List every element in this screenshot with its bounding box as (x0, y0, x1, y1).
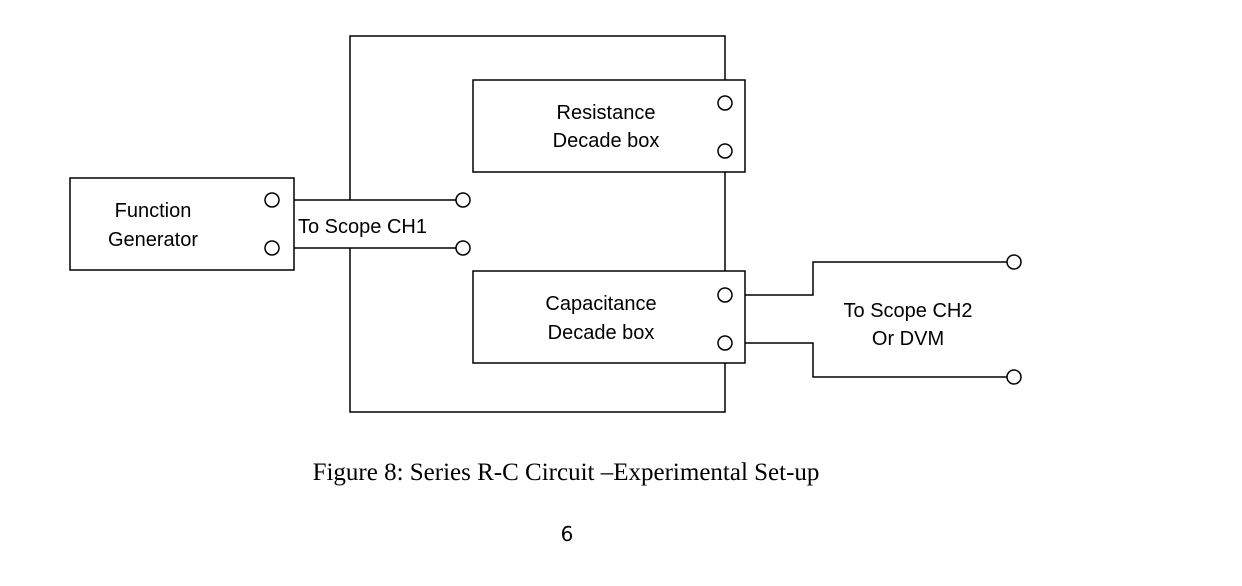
scope-ch1: To Scope CH1 (298, 192, 471, 256)
resistance-label-line1: Resistance (557, 102, 656, 124)
capacitance-decade-box: Capacitance Decade box (472, 270, 746, 364)
scope-ch2-terminal-bottom (1006, 369, 1022, 385)
function-generator-box (69, 177, 295, 271)
scope-ch1-terminal-bottom (455, 240, 471, 256)
resistance-terminal-top (717, 95, 733, 111)
capacitance-box (472, 270, 746, 364)
function-generator-terminal-bottom (264, 240, 280, 256)
capacitance-terminal-top (717, 287, 733, 303)
scope-ch2-label-line2: Or DVM (872, 328, 944, 350)
wires (272, 35, 1014, 413)
resistance-decade-box: Resistance Decade box (472, 79, 746, 173)
function-generator-label-line1: Function (115, 200, 192, 222)
scope-ch2-label-line1: To Scope CH2 (844, 300, 973, 322)
wire-c-top-to-ch2 (725, 261, 1014, 296)
function-generator-terminal-top (264, 192, 280, 208)
page-number: 6 (561, 522, 574, 546)
wire-top-loop (349, 35, 726, 200)
wire-c-bottom-to-ch2 (725, 342, 1014, 378)
function-generator: Function Generator (69, 177, 295, 271)
capacitance-label-line1: Capacitance (545, 293, 656, 315)
function-generator-label-line2: Generator (108, 229, 198, 251)
capacitance-label-line2: Decade box (548, 322, 655, 344)
scope-ch1-label: To Scope CH1 (298, 216, 427, 238)
resistance-box (472, 79, 746, 173)
scope-ch2-terminal-top (1006, 254, 1022, 270)
scope-ch2: To Scope CH2 Or DVM (844, 254, 1022, 385)
resistance-terminal-bottom (717, 143, 733, 159)
scope-ch1-terminal-top (455, 192, 471, 208)
figure-caption: Figure 8: Series R-C Circuit –Experiment… (313, 459, 820, 486)
resistance-label-line2: Decade box (553, 130, 660, 152)
wire-bottom-loop (349, 248, 726, 413)
capacitance-terminal-bottom (717, 335, 733, 351)
